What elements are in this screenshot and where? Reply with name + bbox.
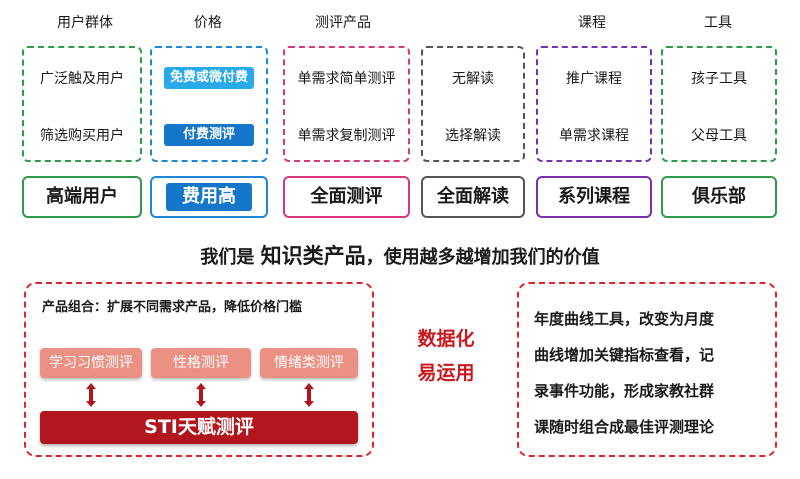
summary-interpretation: 全面解读 [421,176,525,218]
column-header-user-group: 用户群体 [57,15,113,31]
column-header-product: 测评产品 [315,15,371,31]
product-combination-title: 产品组合：扩展不同需求产品，降低价格门槛 [42,300,303,315]
course-box: 推广课程 单需求课程 [536,46,652,162]
product-combination-panel [24,282,374,457]
datafication-label: 数据化 易运用 [400,322,492,390]
interpretation-box: 无解读 选择解读 [421,46,525,162]
column-header-price: 价格 [194,15,222,31]
price-paid-pill: 付费测评 [164,124,254,146]
tagline-emphasis: 知识类产品 [260,244,366,268]
double-arrow-icon [196,383,206,407]
double-arrow-icon [86,383,96,407]
description-line: 年度曲线工具，改变为月度 [534,310,715,328]
summary-price: 费用高 [150,176,268,218]
datafication-line: 数据化 [417,328,475,350]
summary-course: 系列课程 [536,176,652,218]
tagline: 我们是 知识类产品，使用越多越增加我们的价值 [0,240,800,270]
user-group-item: 广泛触及用户 [40,71,124,87]
user-group-box: 广泛触及用户 筛选购买用户 [22,46,142,162]
summary-user-group: 高端用户 [22,176,142,218]
course-item: 单需求课程 [559,128,629,144]
tagline-pre: 我们是 [200,247,261,268]
description-line: 曲线增加关键指标查看，记 [534,346,715,364]
course-item: 推广课程 [566,71,622,87]
description-line: 录事件功能，形成家教社群 [534,382,715,400]
price-box: 免费或微付费 付费测评 [150,46,268,162]
interpretation-item: 无解读 [452,71,494,87]
summary-price-label: 费用高 [166,183,252,211]
tools-box: 孩子工具 父母工具 [661,46,777,162]
price-free-pill: 免费或微付费 [164,67,254,89]
summary-tools: 俱乐部 [661,176,777,218]
summary-product: 全面测评 [283,176,410,218]
curve-tool-description: 年度曲线工具，改变为月度 曲线增加关键指标查看，记 录事件功能，形成家教社群 课… [534,301,754,445]
user-group-item: 筛选购买用户 [40,128,124,144]
description-line: 课随时组合成最佳评测理论 [534,418,715,436]
product-box: 单需求简单测评 单需求复制测评 [283,46,410,162]
tools-item: 父母工具 [691,128,747,144]
assessment-item: 学习习惯测评 [40,348,142,378]
datafication-line: 易运用 [417,362,475,384]
sti-talent-assessment: STI天赋测评 [40,411,358,444]
column-header-course: 课程 [578,15,606,31]
tools-item: 孩子工具 [691,71,747,87]
assessment-item: 情绪类测评 [260,348,358,378]
column-header-tools: 工具 [704,15,732,31]
tagline-post: ，使用越多越增加我们的价值 [365,247,600,268]
product-item: 单需求复制测评 [297,128,396,144]
product-item: 单需求简单测评 [297,71,396,87]
curve-tool-panel [517,282,777,457]
double-arrow-icon [304,383,314,407]
interpretation-item: 选择解读 [445,128,501,144]
assessment-item: 性格测评 [151,348,251,378]
